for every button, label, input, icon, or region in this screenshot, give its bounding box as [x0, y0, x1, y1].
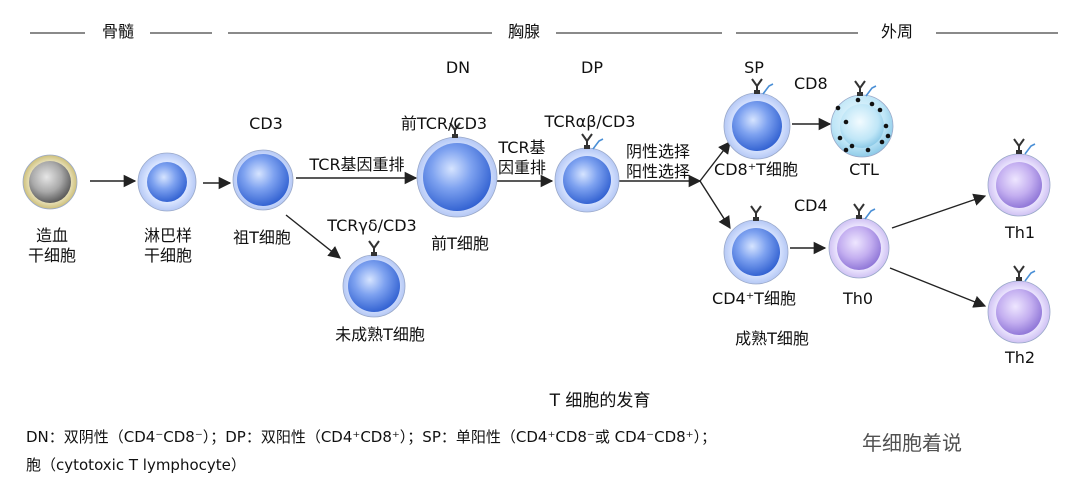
cell-label-pre-t: 前T细胞 — [431, 234, 489, 253]
region-thymus: 胸腺 — [507, 22, 541, 41]
watermark: 年细胞着说 — [862, 431, 962, 455]
figure-caption-title: T 细胞的发育 — [549, 391, 651, 411]
arrow-branch-to-cd4 — [699, 180, 731, 230]
arrow-th0-to-th2 — [889, 267, 987, 308]
cell-lymphoid-stem — [137, 152, 197, 212]
arrow-th0-to-th1 — [891, 193, 987, 229]
arrow-label-tcr-rearrange-2b: 因重排 — [497, 158, 547, 177]
cell-label-th0: Th0 — [842, 289, 874, 308]
arrow-label-negative-selection: 阴性选择 — [625, 142, 691, 161]
marker-pre-tcr: 前TCR/CD3 — [400, 114, 488, 133]
cell-label-pro-t: 祖T细胞 — [233, 228, 291, 247]
cell-ctl — [830, 94, 894, 158]
cell-label-lymphoid-2: 干细胞 — [143, 246, 193, 265]
receptor-tcr-ab — [581, 133, 604, 150]
region-periphery: 外周 — [880, 22, 914, 41]
cell-th2 — [987, 280, 1051, 344]
cell-th1 — [987, 153, 1051, 217]
cell-label-immature-t: 未成熟T细胞 — [335, 325, 425, 344]
arrow-branch-to-cd8 — [699, 141, 731, 182]
figure-footnote-line-1: DN：双阴性（CD4⁻CD8⁻）；DP：双阳性（CD4⁺CD8⁺）；SP：单阳性… — [26, 428, 717, 446]
receptor-ctl — [854, 80, 877, 97]
receptor-cd8-cell — [751, 78, 774, 95]
arrow-label-tcr-rearrange: TCR基因重排 — [309, 155, 405, 174]
region-bone-marrow: 骨髓 — [101, 22, 135, 41]
marker-tcr-ab: TCRαβ/CD3 — [544, 112, 636, 131]
cell-pre-t — [416, 136, 498, 218]
marker-cd8: CD8 — [794, 74, 828, 93]
cell-label-cd4-t: CD4⁺T细胞 — [712, 289, 796, 308]
cell-hematopoietic-stem — [22, 154, 78, 210]
receptor-tcr-gd — [368, 240, 380, 256]
cell-cd4-t — [723, 219, 789, 285]
cell-immature-t — [342, 254, 406, 318]
cell-label-hsc-2: 干细胞 — [27, 246, 77, 265]
receptor-th0 — [853, 203, 876, 220]
cell-pro-t — [232, 149, 294, 211]
cell-cd8-t — [723, 92, 791, 160]
receptor-cd4-cell — [750, 205, 762, 221]
arrow-label-tcr-rearrange-2a: TCR基 — [498, 138, 546, 157]
marker-cd3: CD3 — [249, 114, 283, 133]
cell-label-cd8-t: CD8⁺T细胞 — [714, 160, 798, 179]
cell-label-ctl: CTL — [849, 160, 879, 179]
receptor-th1 — [1013, 138, 1036, 155]
marker-tcr-gd: TCRγδ/CD3 — [327, 216, 417, 235]
stage-dp: DP — [581, 58, 603, 77]
cell-dp — [554, 147, 620, 213]
receptor-pre-tcr — [449, 122, 461, 138]
cell-label-lymphoid-1: 淋巴样 — [143, 226, 193, 245]
cell-label-th2: Th2 — [1004, 348, 1036, 367]
figure-footnote-line-2: 胞（cytotoxic T lymphocyte） — [26, 456, 246, 474]
cell-label-mature-t: 成熟T细胞 — [735, 329, 809, 348]
cell-label-th1: Th1 — [1004, 223, 1036, 242]
stage-sp: SP — [744, 58, 764, 77]
marker-cd4: CD4 — [794, 196, 828, 215]
arrow-pro-t-to-immature — [285, 214, 341, 259]
stage-dn: DN — [445, 58, 471, 77]
receptor-th2 — [1013, 265, 1036, 282]
arrow-label-positive-selection: 阳性选择 — [625, 162, 691, 181]
cell-th0 — [828, 217, 890, 279]
cell-label-hsc-1: 造血 — [35, 226, 69, 245]
